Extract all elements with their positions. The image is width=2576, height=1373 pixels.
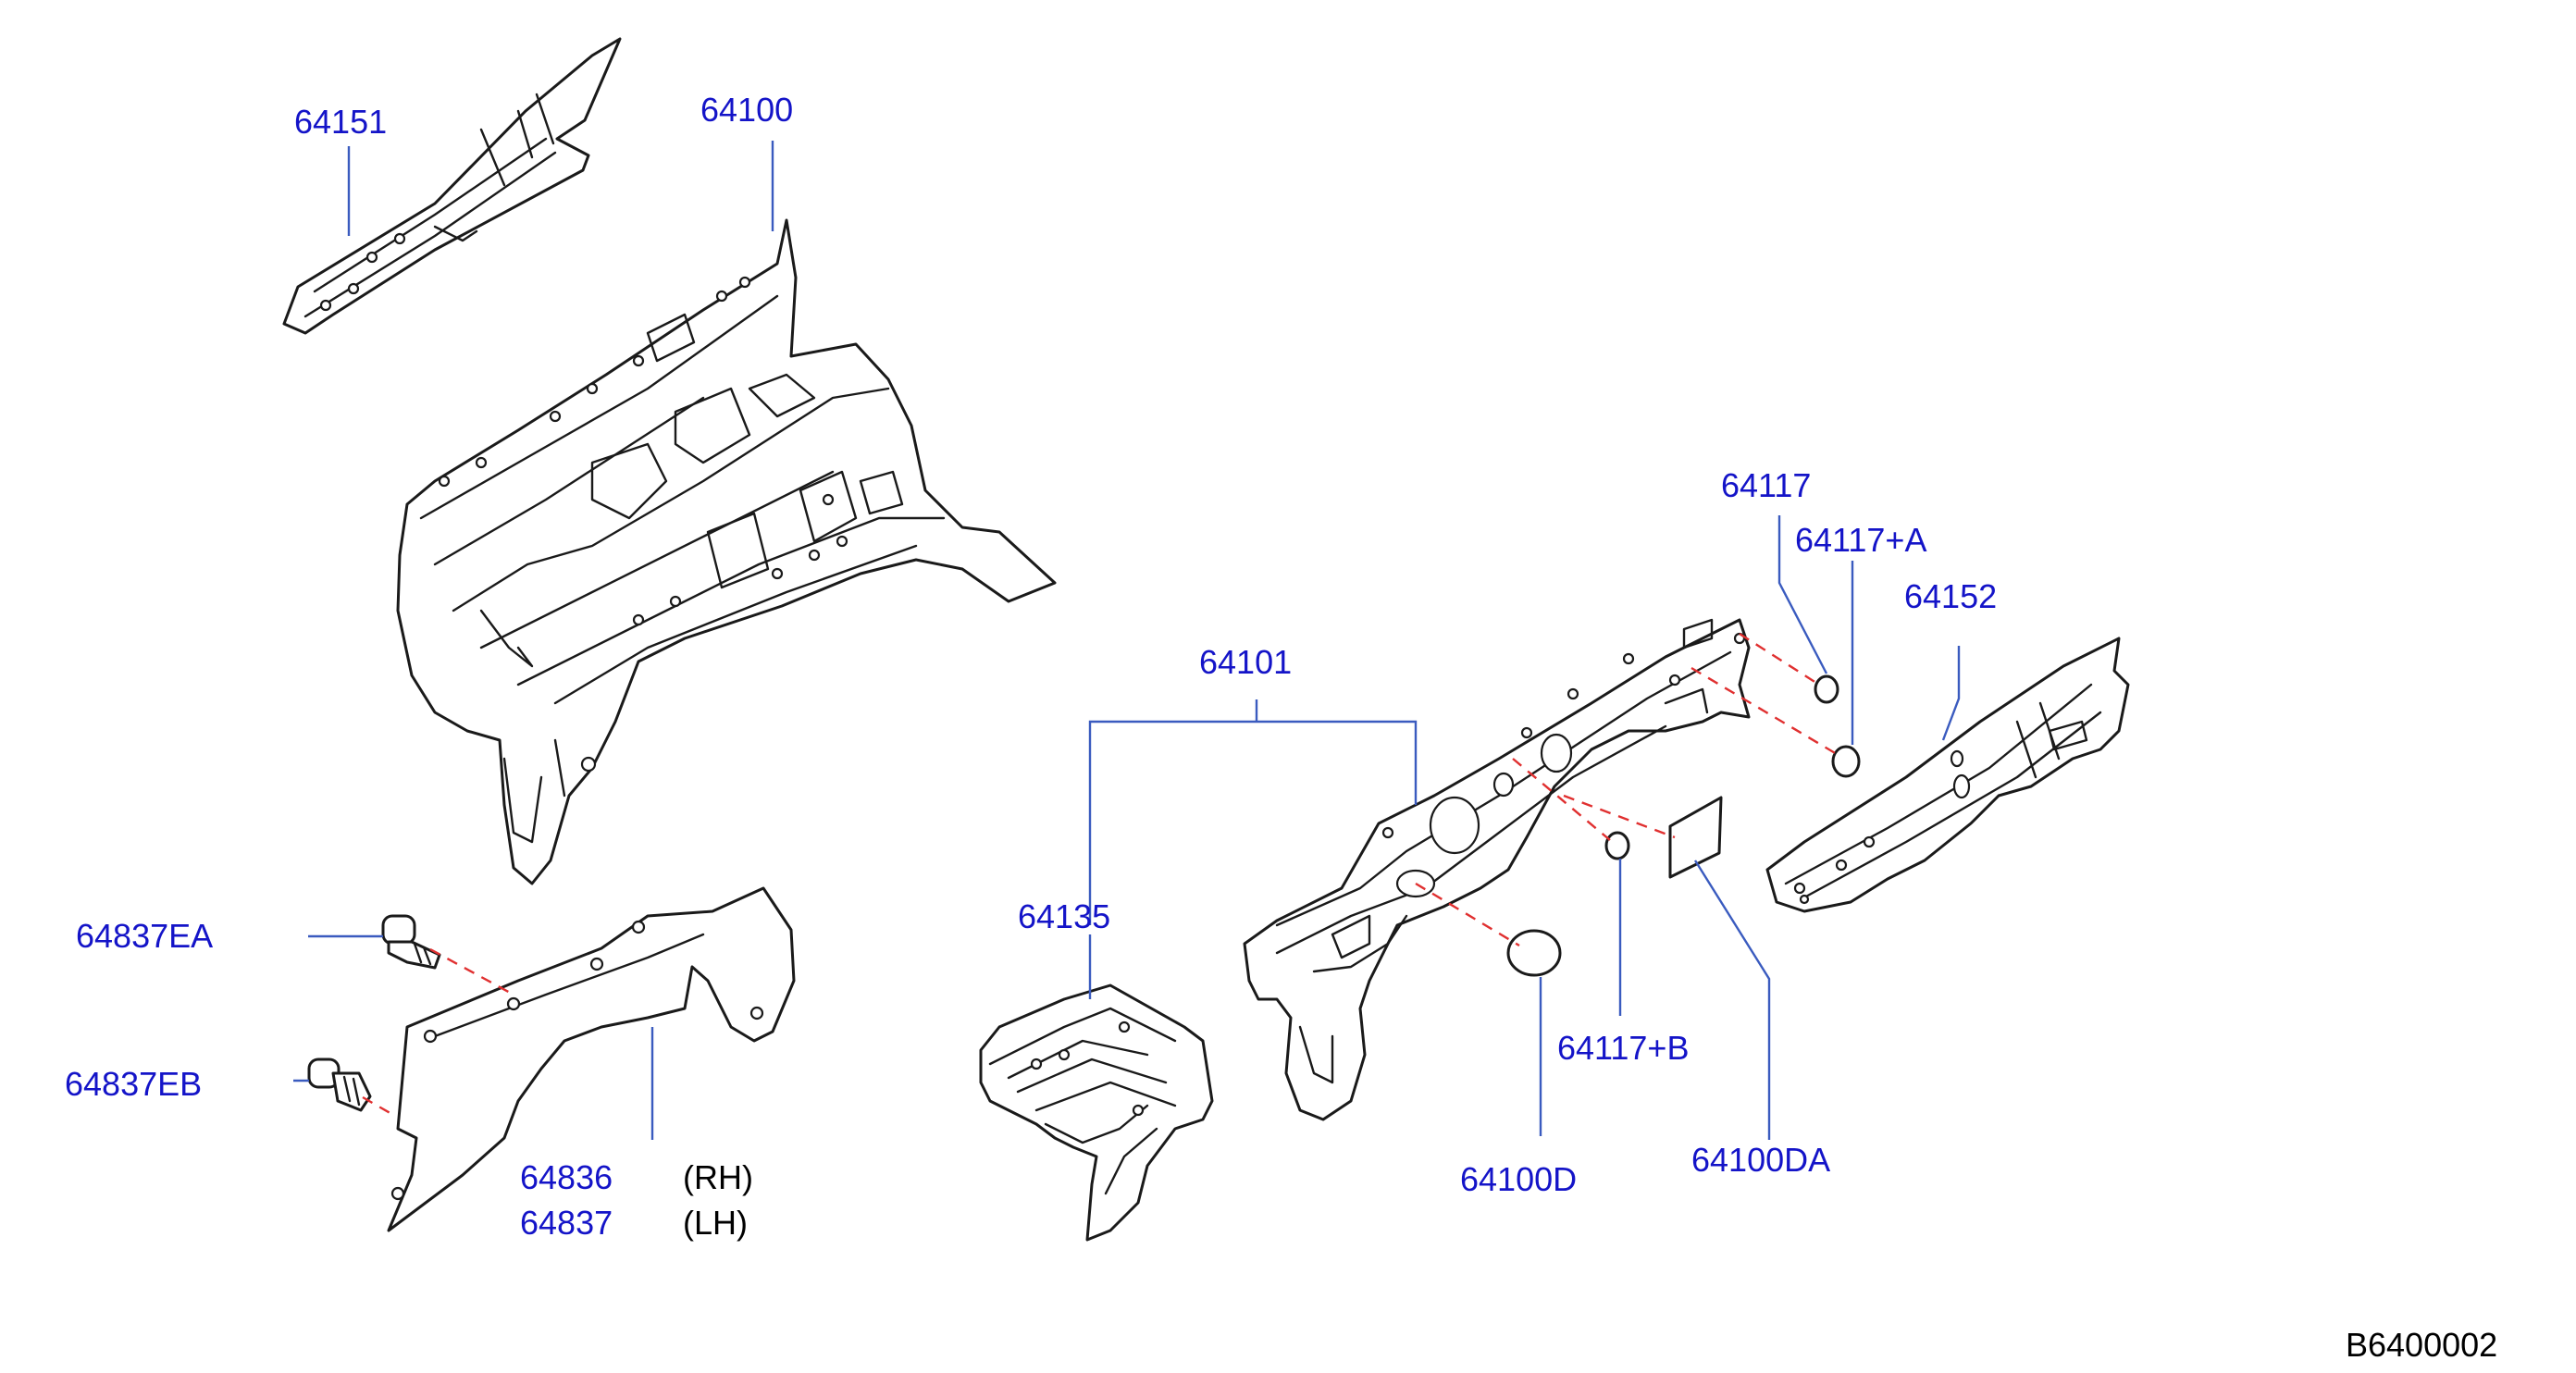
callout-64837EA: 64837EA <box>76 917 213 955</box>
callout-64101: 64101 <box>1199 643 1292 681</box>
part-64151-reinforcement <box>282 37 622 335</box>
diagram-code: B6400002 <box>2346 1326 2497 1364</box>
callout-64135: 64135 <box>1018 897 1110 935</box>
callout-64837EB: 64837EB <box>65 1065 202 1103</box>
part-64837EB-clip <box>307 1058 372 1112</box>
part-64837EA-clip <box>381 914 441 970</box>
callout-64151: 64151 <box>294 103 387 141</box>
side-label-rh: (RH) <box>683 1158 753 1196</box>
callout-64100DA: 64100DA <box>1691 1141 1830 1179</box>
part-64836-mud-guard <box>387 886 796 1232</box>
callout-64837: 64837 <box>520 1204 613 1242</box>
callout-64152: 64152 <box>1904 577 1997 615</box>
callout-64117: 64117 <box>1721 466 1811 504</box>
part-64152-reinforcement <box>1765 637 2130 913</box>
callout-64836: 64836 <box>520 1158 613 1196</box>
side-label-lh: (LH) <box>683 1204 748 1242</box>
part-64100D-plug <box>1506 929 1562 977</box>
leader-lines <box>293 141 1961 1140</box>
part-64101-side-member <box>1243 618 1751 1121</box>
installation-guide-lines <box>362 632 1838 1117</box>
callout-64100D: 64100D <box>1460 1160 1577 1198</box>
callout-64100: 64100 <box>700 91 793 129</box>
part-64117B-plug <box>1604 831 1630 860</box>
part-64100-rear-floor <box>396 218 1057 885</box>
callout-64117-b: 64117+B <box>1557 1029 1689 1067</box>
callout-labels: 64151 64100 64117 64117+A 64152 64101 64… <box>65 91 2497 1364</box>
part-64117-plug <box>1814 674 1839 704</box>
part-64117A-plug <box>1831 745 1861 778</box>
part-64100DA-seal <box>1668 796 1723 879</box>
part-64135-extension <box>979 983 1214 1242</box>
callout-64117-a: 64117+A <box>1795 521 1926 559</box>
